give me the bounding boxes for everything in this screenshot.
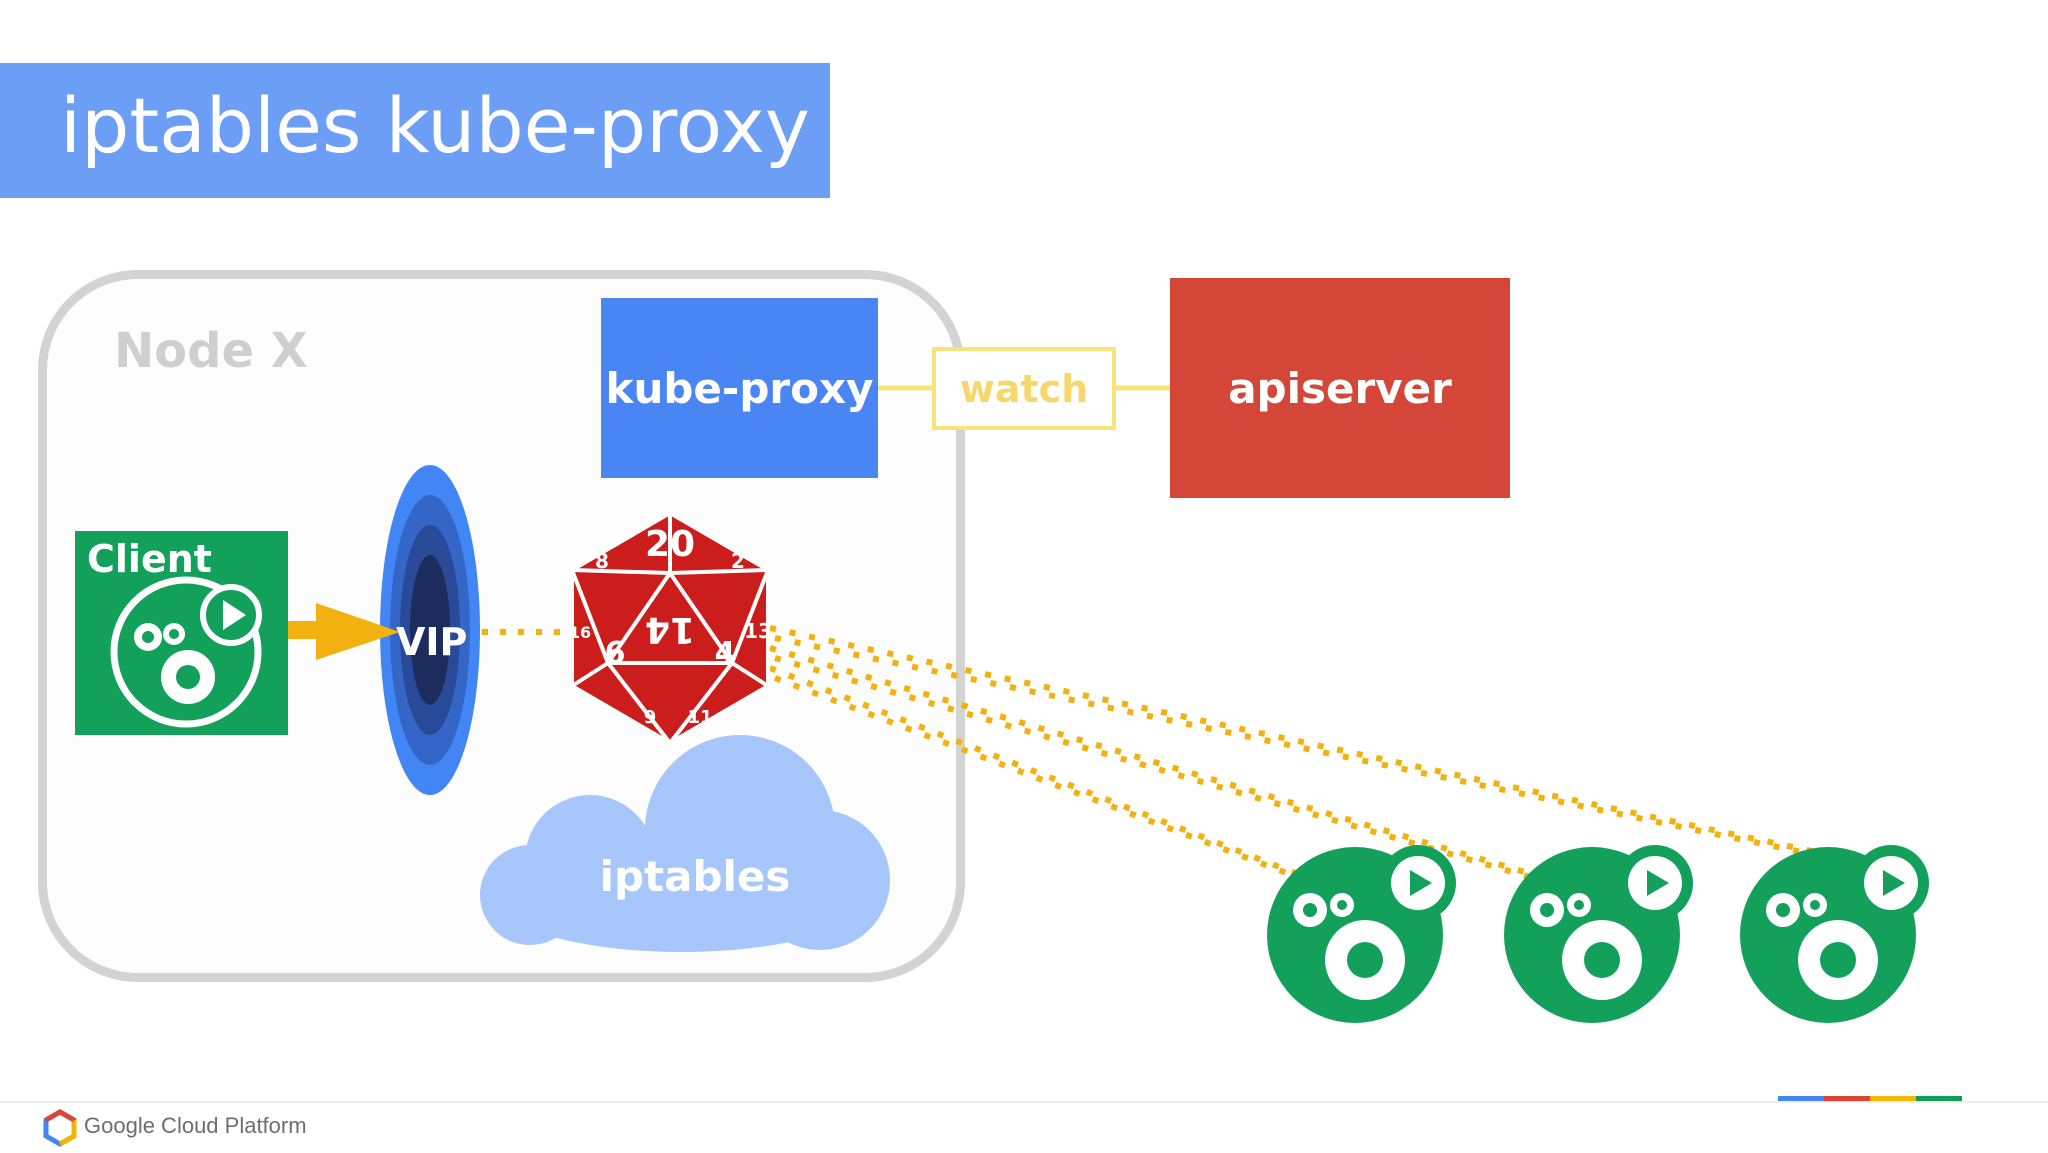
color-strip-red bbox=[1824, 1096, 1870, 1101]
iptables-cloud-icon bbox=[480, 735, 890, 952]
dice-face-14: 14 bbox=[645, 609, 695, 650]
client-to-vip-arrow bbox=[288, 603, 400, 660]
vip-portal-icon bbox=[380, 465, 480, 795]
title-bar: iptables kube-proxy bbox=[0, 63, 830, 198]
color-strip-blue bbox=[1778, 1096, 1824, 1101]
apiserver-label: apiserver bbox=[1228, 363, 1452, 413]
dice-face-20: 20 bbox=[645, 524, 695, 565]
dice-face-13: 13 bbox=[744, 619, 772, 643]
dice-face-9: 9 bbox=[644, 707, 657, 728]
dice-face-2: 2 bbox=[731, 549, 745, 573]
watch-box: watch bbox=[932, 347, 1116, 430]
dice-face-8: 8 bbox=[595, 549, 609, 573]
dice-face-6: 6 bbox=[605, 636, 626, 671]
dice-face-11: 11 bbox=[687, 707, 712, 728]
color-strip-green bbox=[1916, 1096, 1962, 1101]
dice-face-16: 16 bbox=[569, 623, 591, 642]
pod-icon-3 bbox=[1740, 845, 1929, 1023]
apiserver-box: apiserver bbox=[1170, 278, 1510, 498]
iptables-label: iptables bbox=[599, 852, 791, 901]
watch-label: watch bbox=[959, 366, 1089, 411]
dice-to-pods-dotted-lines bbox=[768, 625, 1841, 883]
client-label: Client bbox=[87, 537, 212, 581]
gcp-logo-icon bbox=[43, 1109, 77, 1147]
vip-label: VIP bbox=[396, 620, 468, 664]
dice-face-4: 4 bbox=[715, 636, 736, 671]
node-label: Node X bbox=[114, 323, 308, 379]
dice-icon: 20 14 8 2 16 13 6 4 9 11 bbox=[569, 510, 772, 746]
footer-divider bbox=[0, 1101, 2048, 1103]
footer-brand: Google Cloud Platform bbox=[84, 1113, 307, 1138]
page-title: iptables kube-proxy bbox=[60, 81, 810, 170]
kube-proxy-box: kube-proxy bbox=[601, 298, 878, 478]
client-gear-icon bbox=[110, 576, 262, 728]
color-strip-yellow bbox=[1870, 1096, 1916, 1101]
pod-icon-1 bbox=[1267, 845, 1456, 1023]
pod-icon-2 bbox=[1504, 845, 1693, 1023]
kube-proxy-label: kube-proxy bbox=[605, 363, 874, 413]
